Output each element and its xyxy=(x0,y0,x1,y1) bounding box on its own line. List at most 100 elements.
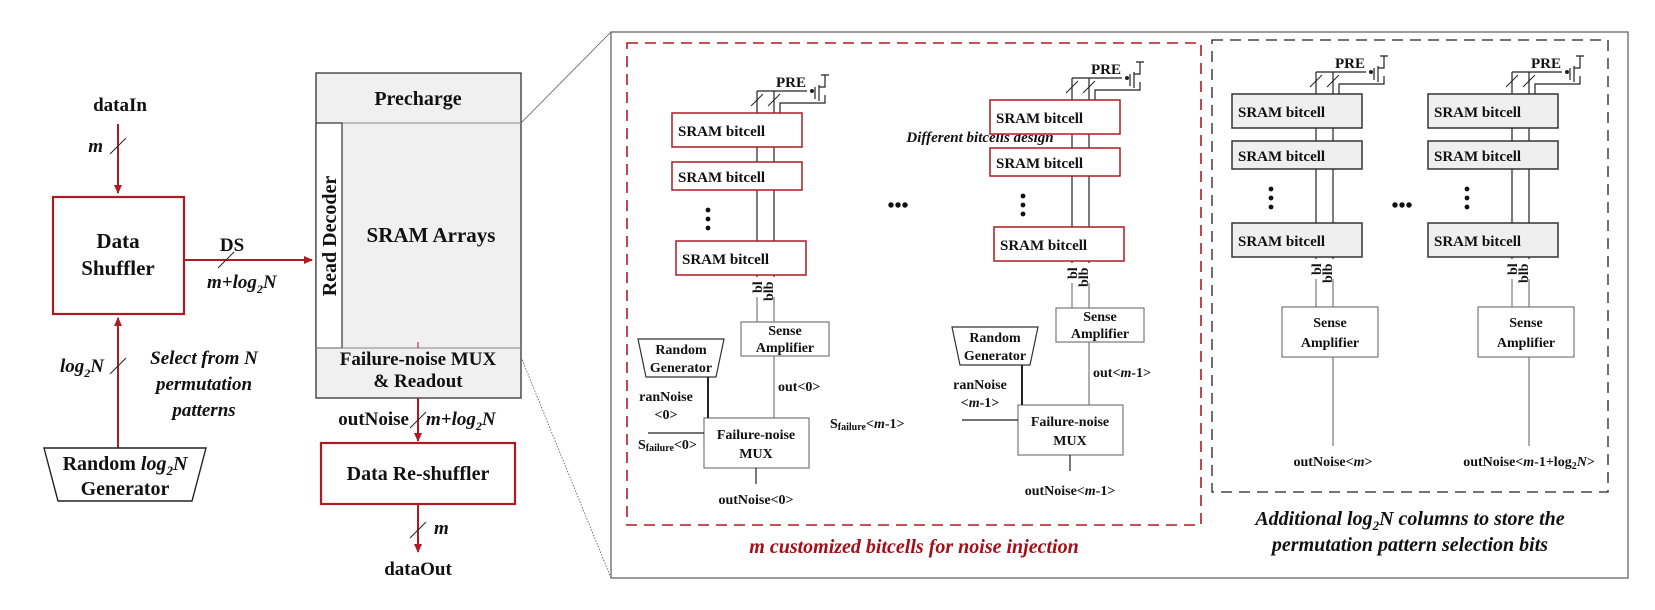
vertical-ellipsis xyxy=(1268,186,1274,192)
ran-noise-index: <m-1> xyxy=(961,396,1000,411)
vertical-ellipsis xyxy=(705,216,711,222)
sram-bitcell-label: SRAM bitcell xyxy=(996,156,1083,172)
out-noise-label: outNoise<m-1> xyxy=(1025,484,1116,499)
pre-transistor-icon xyxy=(779,74,829,113)
vertical-ellipsis xyxy=(1464,186,1470,192)
bus-slash xyxy=(217,251,235,269)
blb-label: blb xyxy=(1321,263,1336,283)
sense-amp-line1: Sense xyxy=(1313,316,1346,331)
ran-noise-label: ranNoise xyxy=(953,378,1007,393)
blb-label: blb xyxy=(762,281,777,301)
random-gen-line2: Generator xyxy=(81,478,170,500)
bus-slash xyxy=(409,521,427,539)
sense-amplifier xyxy=(740,321,830,357)
random-gen-line2: Generator xyxy=(650,361,712,376)
sense-amplifier xyxy=(1281,306,1379,358)
data-in-label: dataIn xyxy=(93,95,147,116)
extra-columns-caption-line1: Additional log2N columns to store the xyxy=(1253,508,1564,533)
precharge-label: Precharge xyxy=(374,88,461,110)
sense-amp-line2: Amplifier xyxy=(1497,336,1555,351)
pre-label: PRE xyxy=(1531,56,1561,72)
out-noise-label: outNoise<0> xyxy=(718,493,793,508)
ellipsis: ••• xyxy=(887,195,908,217)
sram-bitcell xyxy=(671,161,803,191)
ds-width-label: m+log2N xyxy=(207,272,278,296)
mux-line2: MUX xyxy=(1053,434,1086,449)
data-in-width: m xyxy=(88,136,103,157)
data-shuffler-line2: Shuffler xyxy=(81,256,155,280)
gate-bubble xyxy=(1565,70,1569,74)
data-shuffler-line1: Data xyxy=(96,229,140,253)
out-noise-width: m+log2N xyxy=(426,409,497,433)
bl-label: bl xyxy=(1066,267,1081,279)
sense-amp-line1: Sense xyxy=(768,324,801,339)
select-note-line3: patterns xyxy=(170,400,235,421)
sense-amp-line1: Sense xyxy=(1509,316,1542,331)
sram-bitcell-label: SRAM bitcell xyxy=(1434,149,1521,165)
sram-bitcell xyxy=(1231,222,1363,258)
out-noise-label: outNoise<m> xyxy=(1294,455,1373,470)
ran-noise-index: <0> xyxy=(655,408,678,423)
vertical-ellipsis xyxy=(1020,211,1026,217)
random-generator xyxy=(951,326,1039,366)
pre-transistor-icon xyxy=(1534,55,1584,94)
out-noise-label: outNoise<m-1+log2N> xyxy=(1463,455,1595,472)
vertical-ellipsis xyxy=(1464,204,1470,210)
read-decoder-label: Read Decoder xyxy=(319,176,341,297)
mux-line2: MUX xyxy=(739,447,772,462)
sram-bitcell xyxy=(989,147,1121,177)
data-out-label: dataOut xyxy=(384,559,452,580)
sense-amp-line2: Amplifier xyxy=(1301,336,1359,351)
vertical-ellipsis xyxy=(1464,195,1470,201)
out-label: out<0> xyxy=(778,380,820,395)
random-gen-line1: Random log2N xyxy=(63,453,189,478)
custom-bitcells-caption: m customized bitcells for noise injectio… xyxy=(749,536,1078,558)
sram-bitcell-label: SRAM bitcell xyxy=(1238,105,1325,121)
sram-bitcell xyxy=(675,240,807,276)
bl-label: bl xyxy=(751,281,766,293)
mux-readout-line1: Failure-noise MUX xyxy=(340,349,497,370)
out-noise-label: outNoise xyxy=(338,409,409,430)
vertical-ellipsis xyxy=(1020,193,1026,199)
ellipsis: ••• xyxy=(1391,195,1412,217)
bl-label: bl xyxy=(1310,263,1325,275)
vertical-ellipsis xyxy=(705,207,711,213)
sram-bitcell xyxy=(1231,93,1363,129)
sense-amplifier xyxy=(1477,306,1575,358)
bus-slash xyxy=(750,93,764,107)
pre-label: PRE xyxy=(1091,62,1121,78)
data-out-width: m xyxy=(434,518,449,539)
sram-bitcell-label: SRAM bitcell xyxy=(1238,149,1325,165)
random-gen-line1: Random xyxy=(655,343,707,358)
ds-label: DS xyxy=(220,235,244,256)
mux-line1: Failure-noise xyxy=(717,428,795,443)
sram-bitcell-label: SRAM bitcell xyxy=(678,124,765,140)
detail-panel xyxy=(610,31,1629,579)
data-reshuffler-block xyxy=(319,441,517,506)
read-decoder-block xyxy=(315,122,343,349)
sram-bitcell-label: SRAM bitcell xyxy=(1000,238,1087,254)
bus-slash xyxy=(1082,80,1096,94)
bus-slash xyxy=(1309,74,1323,88)
vertical-ellipsis xyxy=(1268,204,1274,210)
sram-bitcell xyxy=(1427,93,1559,129)
sram-bitcell-label: SRAM bitcell xyxy=(1434,234,1521,250)
bus-slash xyxy=(1522,74,1536,88)
s-failure-label: Sfailure<m-1> xyxy=(830,417,904,433)
sram-bitcell-label: SRAM bitcell xyxy=(996,111,1083,127)
bus-slash xyxy=(767,93,781,107)
gate-bubble xyxy=(1369,70,1373,74)
zoom-connector-top xyxy=(520,31,612,124)
pre-label: PRE xyxy=(776,75,806,91)
data-shuffler-block xyxy=(51,195,186,316)
sram-arrays-label: SRAM Arrays xyxy=(367,223,496,247)
blb-label: blb xyxy=(1077,267,1092,287)
random-log2n-generator xyxy=(43,447,207,502)
sense-amp-line2: Amplifier xyxy=(756,341,814,356)
sram-bitcell-label: SRAM bitcell xyxy=(678,170,765,186)
vertical-ellipsis xyxy=(705,225,711,231)
data-reshuffler-label: Data Re-shuffler xyxy=(347,463,490,485)
gate-bubble xyxy=(1125,76,1129,80)
